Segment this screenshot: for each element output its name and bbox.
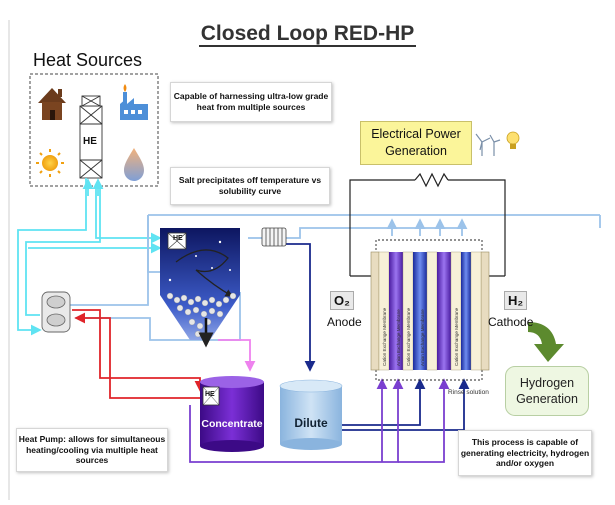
- membrane-label: Cation Exchange Membrane: [382, 307, 387, 366]
- plate-heat-exchanger: [261, 227, 287, 247]
- factory-icon: [120, 84, 148, 120]
- harness-note: Capable of harnessing ultra-low grade he…: [170, 82, 332, 122]
- membrane-label: Cation Exchange Membrane: [406, 307, 411, 366]
- dilute-label: Dilute: [294, 416, 328, 430]
- dilute-tank: [279, 379, 343, 450]
- crystallizer-he-label: HE: [173, 235, 183, 242]
- concentrate-label: Concentrate: [201, 418, 263, 430]
- hydrogen-arrow: [528, 322, 564, 362]
- heat-pump-unit: [41, 291, 71, 333]
- heat-pump-note: Heat Pump: allows for simultaneous heati…: [16, 428, 168, 472]
- lightbulb-icon: [506, 131, 520, 149]
- red-stack: [370, 251, 490, 371]
- anode-species: O₂: [330, 291, 354, 310]
- sun-icon: [36, 149, 64, 177]
- membrane-label: Anion Exchange Membrane: [420, 309, 425, 366]
- house-icon: [38, 88, 66, 120]
- rinse-label: Rinse solution: [448, 389, 489, 396]
- wind-turbine-icon: [475, 133, 501, 156]
- external-circuit: [349, 172, 506, 277]
- cathode-species: H₂: [504, 291, 528, 310]
- membrane-label: Cation Exchange Membrane: [454, 307, 459, 366]
- water-drop-icon: [124, 148, 144, 181]
- diagram-title: Closed Loop RED-HP: [198, 22, 417, 47]
- heat-exchanger-tower: [79, 95, 103, 179]
- crystallizer-vessel: [160, 228, 240, 348]
- hydrogen-generation-box: Hydrogen Generation: [505, 366, 589, 416]
- concentrate-tank: [200, 376, 264, 452]
- heat-sources-title: Heat Sources: [33, 50, 143, 70]
- membrane-label: Anion Exchange Membrane: [396, 309, 401, 366]
- power-generation-box: Electrical Power Generation: [360, 121, 472, 165]
- concentrate-he-label: HE: [205, 391, 215, 398]
- process-note: This process is capable of generating el…: [458, 430, 592, 476]
- cathode-label: Cathode: [488, 315, 534, 329]
- anode-label: Anode: [327, 315, 362, 329]
- he-label: HE: [83, 136, 97, 147]
- salt-note: Salt precipitates off temperature vs sol…: [170, 167, 330, 205]
